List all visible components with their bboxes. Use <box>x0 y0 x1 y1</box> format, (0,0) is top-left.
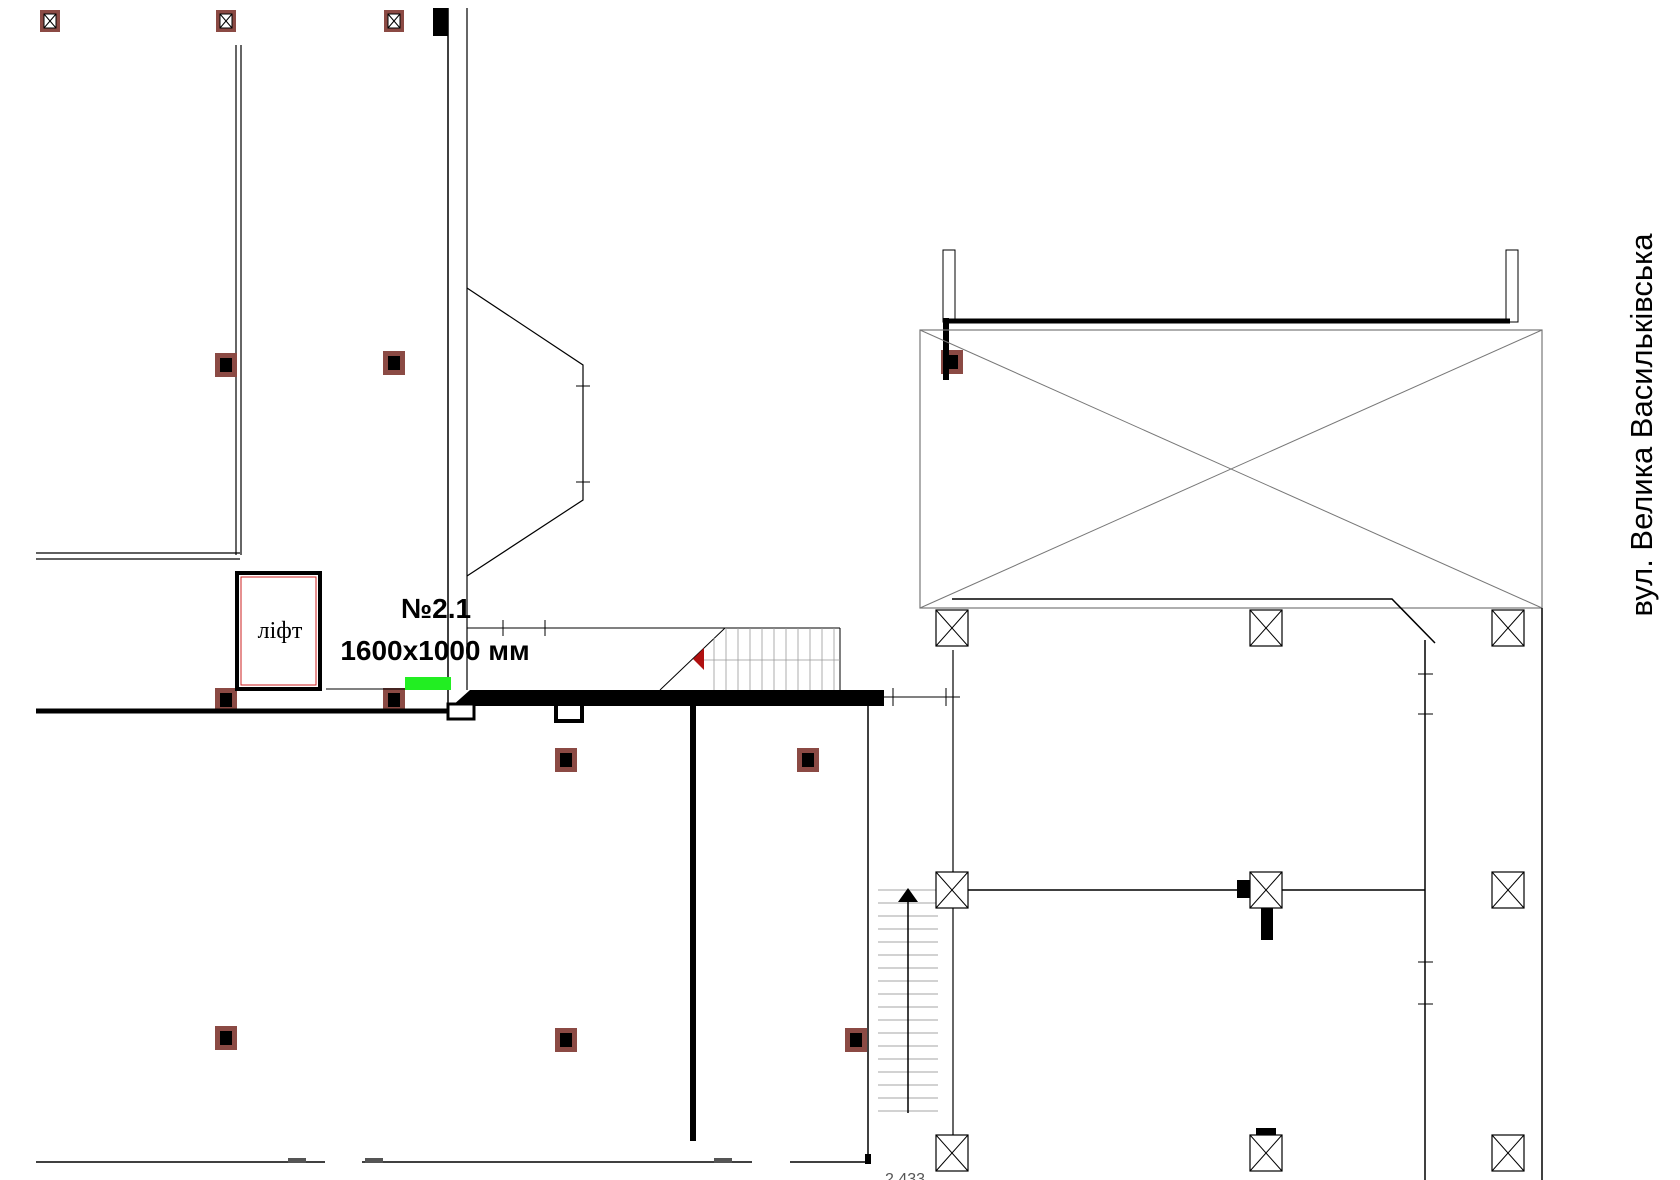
crossed-void <box>919 249 1543 644</box>
column <box>215 353 237 377</box>
column <box>555 748 577 772</box>
column-box <box>1249 609 1283 647</box>
spot-number: №2.1 <box>401 593 471 624</box>
lift-label: ліфт <box>258 618 303 644</box>
column-box <box>1491 1134 1525 1172</box>
red-arrow-icon <box>693 648 704 670</box>
column-grid <box>39 9 963 1052</box>
column <box>797 748 819 772</box>
right-grid <box>935 608 1543 1180</box>
column-box <box>935 871 969 909</box>
column-box <box>1491 871 1525 909</box>
column <box>383 351 405 375</box>
column <box>383 688 405 712</box>
street-label: вул. Велика Васильківська <box>1624 233 1659 617</box>
column-box <box>935 1134 969 1172</box>
parking-spot-2-1[interactable]: №2.1 1600х1000 мм <box>340 593 530 690</box>
upper-left-walls <box>36 8 590 715</box>
column <box>555 1028 577 1052</box>
column-box <box>1249 1134 1283 1172</box>
column-box <box>1249 871 1283 909</box>
column <box>215 1026 237 1050</box>
column-marker <box>215 9 237 33</box>
column-box <box>1491 609 1525 647</box>
main-walls <box>36 620 960 1164</box>
lower-stair: 2.433 <box>867 650 954 1180</box>
upper-stair <box>659 627 841 691</box>
spot-size: 1600х1000 мм <box>340 635 529 666</box>
arrow-up-icon <box>898 888 918 902</box>
column <box>215 688 237 712</box>
lift: ліфт <box>235 571 322 691</box>
column <box>845 1028 867 1052</box>
column-marker <box>39 9 61 33</box>
bottom-fragment: 2.433 <box>885 1171 925 1180</box>
spot-highlight <box>405 677 451 690</box>
column-box <box>935 609 969 647</box>
column-marker <box>383 9 405 33</box>
